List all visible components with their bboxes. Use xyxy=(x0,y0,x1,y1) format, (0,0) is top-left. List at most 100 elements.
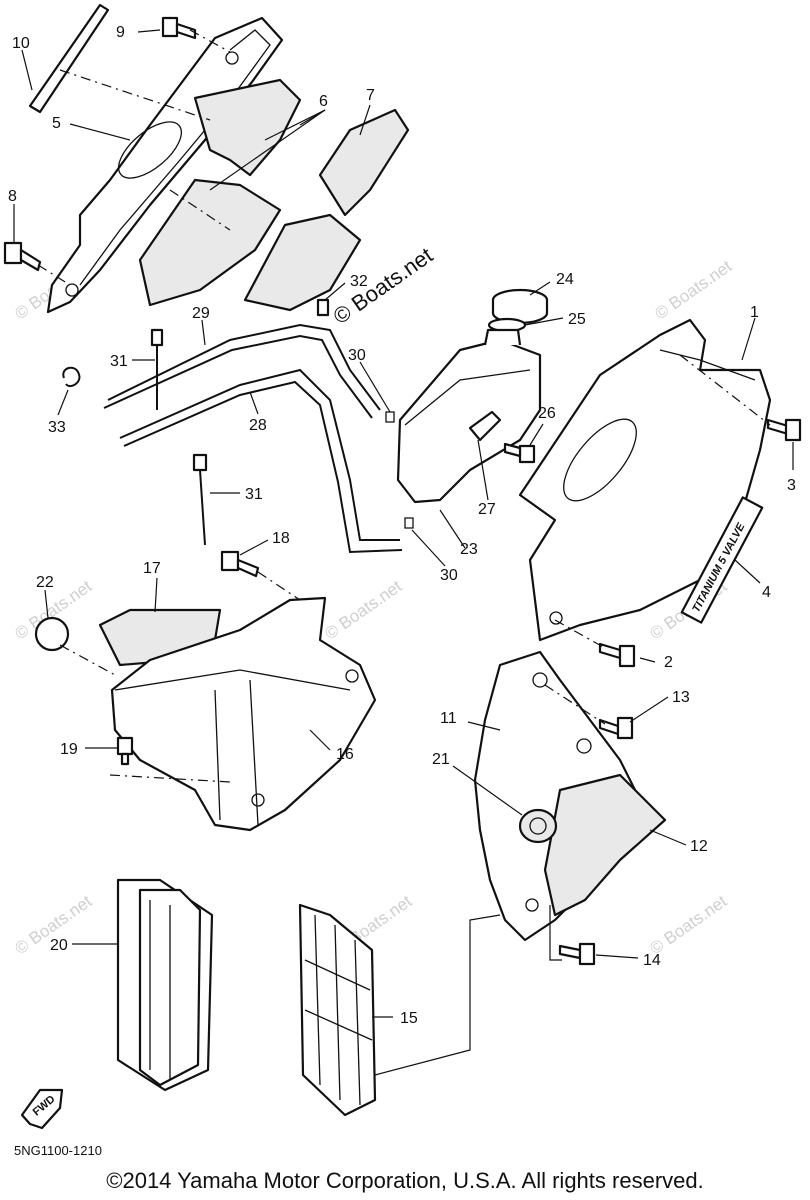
callout-14: 14 xyxy=(643,952,661,969)
callout-17: 17 xyxy=(143,560,161,577)
callout-10: 10 xyxy=(12,35,30,52)
callout-29: 29 xyxy=(192,305,210,322)
part-5-opening xyxy=(118,121,182,179)
part-3-bolt xyxy=(766,418,802,442)
callout-30: 30 xyxy=(440,567,458,584)
hose-assembly xyxy=(62,298,414,554)
guide-line xyxy=(679,354,771,426)
diagram-code: 5NG1100-1210 xyxy=(14,1143,102,1158)
guide-line xyxy=(544,684,606,725)
guide-line xyxy=(374,914,501,1076)
callout-28: 28 xyxy=(249,417,267,434)
callout-7: 7 xyxy=(366,87,375,104)
part-31-cable-tie xyxy=(192,453,208,472)
guide-line xyxy=(59,644,116,676)
part-11-grommet xyxy=(576,738,592,754)
callout-1: 1 xyxy=(750,304,759,321)
part-29-breather-hose xyxy=(103,334,373,419)
callout-25: 25 xyxy=(568,311,586,328)
part-6-sponge xyxy=(193,78,302,177)
part-30-clip xyxy=(385,411,395,423)
part-27-bracket xyxy=(468,410,502,442)
callout-9: 9 xyxy=(116,24,125,41)
guide-line xyxy=(169,189,231,231)
part-2-bolt xyxy=(598,642,636,668)
reservoir-assembly xyxy=(396,288,549,504)
callout-24: 24 xyxy=(556,271,574,288)
part-14-bolt xyxy=(558,942,596,966)
part-21-emblem xyxy=(518,808,558,844)
callout-12: 12 xyxy=(690,838,708,855)
part-1-opening xyxy=(563,418,637,502)
part-28-breather-hose xyxy=(123,380,403,554)
watermark-faint: © Boats.net xyxy=(651,256,735,323)
callout-labels: 1 2 3 4 5 6 7 8 9 10 11 12 13 14 15 16 1… xyxy=(8,24,796,1027)
part-16-radiator-cover xyxy=(110,596,377,832)
callout-21: 21 xyxy=(432,751,450,768)
left-cover-assembly xyxy=(3,3,410,314)
part-16-grommet xyxy=(345,669,359,683)
part-13-bolt xyxy=(598,716,634,740)
guide-line xyxy=(549,905,562,961)
guide-line xyxy=(59,69,211,121)
callout-26: 26 xyxy=(538,405,556,422)
part-11-grommet xyxy=(532,672,548,688)
callout-18: 18 xyxy=(272,530,290,547)
callout-13: 13 xyxy=(672,689,690,706)
part-22-emblem xyxy=(34,616,70,652)
callout-31: 31 xyxy=(110,353,128,370)
part-31-cable-tie xyxy=(199,469,206,546)
part-6-sponge xyxy=(138,178,282,307)
callout-6: 6 xyxy=(319,93,328,110)
part-9-bolt xyxy=(161,16,197,40)
callout-19: 19 xyxy=(60,741,78,758)
fwd-arrow-icon: FWD xyxy=(20,1088,64,1130)
watermark-faint: © Boats.net xyxy=(646,891,730,958)
callout-2: 2 xyxy=(664,654,673,671)
part-11-grommet xyxy=(525,898,539,912)
part-8-bolt xyxy=(3,241,42,272)
part-18-bolt xyxy=(220,550,260,578)
part-29-breather-hose xyxy=(107,323,381,411)
guide-line xyxy=(257,571,301,601)
part-12-graphic xyxy=(543,773,667,917)
right-cover-assembly: TITANIUM 5 VALVE xyxy=(518,318,802,668)
part-23-tank-neck xyxy=(483,328,522,346)
part-26-bolt xyxy=(503,442,536,464)
part-1-inner-edge xyxy=(659,349,756,381)
callout-30: 30 xyxy=(348,347,366,364)
callout-23: 23 xyxy=(460,541,478,558)
callout-5: 5 xyxy=(52,115,61,132)
right-shroud-assembly xyxy=(374,650,667,1076)
callout-3: 3 xyxy=(787,477,796,494)
part-16-louver xyxy=(214,689,221,821)
part-6-sponge xyxy=(243,213,362,312)
part-16-grommet xyxy=(251,793,265,807)
part-23-tank-edge xyxy=(404,369,531,426)
part-5-grommet xyxy=(225,51,239,65)
guide-line xyxy=(37,264,71,286)
part-15-louver xyxy=(298,903,377,1117)
left-shroud-assembly xyxy=(34,550,377,832)
copyright-notice: ©2014 Yamaha Motor Corporation, U.S.A. A… xyxy=(106,1168,704,1193)
callout-27: 27 xyxy=(478,501,496,518)
watermark-faint: © Boats.net xyxy=(321,576,405,643)
part-16-louver xyxy=(249,679,259,826)
part-33-clip xyxy=(62,366,81,388)
callout-33: 33 xyxy=(48,419,66,436)
part-5-grommet xyxy=(65,283,79,297)
part-7-sponge xyxy=(318,108,410,217)
callout-4: 4 xyxy=(762,584,771,601)
part-30-clip xyxy=(404,517,414,529)
guide-line xyxy=(189,29,231,53)
part-23-reservoir-tank xyxy=(396,338,542,504)
callout-15: 15 xyxy=(400,1010,418,1027)
part-10-strip xyxy=(28,3,110,114)
part-20-louver xyxy=(116,878,214,1092)
callout-20: 20 xyxy=(50,937,68,954)
callout-31: 31 xyxy=(245,486,263,503)
callout-22: 22 xyxy=(36,574,54,591)
part-1-grommet xyxy=(549,611,563,625)
part-32-fitting xyxy=(316,298,330,317)
